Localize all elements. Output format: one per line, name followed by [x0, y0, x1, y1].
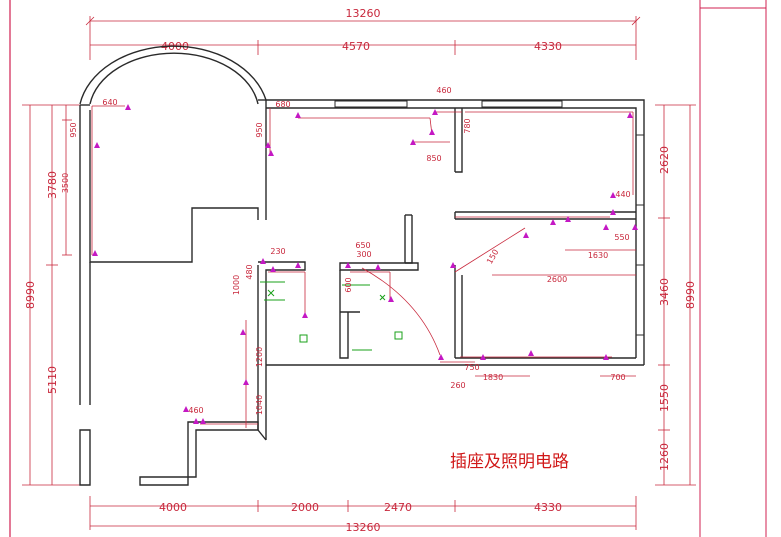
- circuit-wiring: [91, 105, 636, 428]
- top-dimension-lines: [85, 16, 641, 60]
- dim-top-seg-2: 4570: [342, 40, 370, 53]
- note-680: 680: [275, 100, 290, 109]
- dim-right-seg-2: 3460: [658, 278, 671, 306]
- note-1000: 1000: [232, 275, 241, 295]
- note-440: 440: [615, 190, 630, 199]
- note-260: 260: [450, 381, 465, 390]
- note-1830: 1830: [483, 373, 503, 382]
- light-fixtures: [260, 281, 403, 351]
- note-650: 650: [355, 241, 370, 250]
- note-230: 230: [270, 247, 285, 256]
- dim-bottom-seg-1: 4000: [159, 501, 187, 514]
- dim-bottom-seg-2: 2000: [291, 501, 319, 514]
- note-950-mid: 950: [255, 122, 264, 137]
- dim-bottom-seg-3: 2470: [384, 501, 412, 514]
- left-dimension-lines: [22, 104, 80, 486]
- note-600: 600: [344, 277, 353, 292]
- note-300: 300: [356, 250, 371, 259]
- dim-bottom-total: 13260: [346, 521, 381, 534]
- note-150: 150: [485, 248, 500, 266]
- right-dimension-lines: [655, 104, 696, 486]
- note-1040: 1040: [255, 395, 264, 415]
- dim-right-seg-4: 1260: [658, 443, 671, 471]
- dim-left-seg-2: 5110: [46, 366, 59, 394]
- note-780: 780: [463, 118, 472, 133]
- dim-3500: 3500: [61, 173, 70, 193]
- dim-top-total: 13260: [346, 7, 381, 20]
- drawing-border: [9, 0, 767, 537]
- dim-left-seg-1: 3780: [46, 171, 59, 199]
- note-460-top: 460: [436, 86, 451, 95]
- dim-right-seg-3: 1550: [658, 384, 671, 412]
- note-700: 700: [610, 373, 625, 382]
- dim-left-total: 8990: [24, 281, 37, 309]
- note-750: 750: [464, 363, 479, 372]
- note-850: 850: [426, 154, 441, 163]
- note-550: 550: [614, 233, 629, 242]
- note-1200: 1200: [255, 347, 264, 367]
- bottom-dimension-lines: [89, 496, 637, 530]
- dim-right-total: 8990: [684, 281, 697, 309]
- note-640: 640: [102, 98, 117, 107]
- dim-bottom-seg-4: 4330: [534, 501, 562, 514]
- dim-right-seg-1: 2620: [658, 146, 671, 174]
- drawing-title: 插座及照明电路: [450, 452, 569, 472]
- dim-top-seg-3: 4330: [534, 40, 562, 53]
- socket-markers: [92, 104, 638, 424]
- note-950-left: 950: [69, 122, 78, 137]
- note-460-bottom: 460: [188, 406, 203, 415]
- note-1630: 1630: [588, 251, 608, 260]
- note-2600: 2600: [547, 275, 567, 284]
- note-480: 480: [245, 264, 254, 279]
